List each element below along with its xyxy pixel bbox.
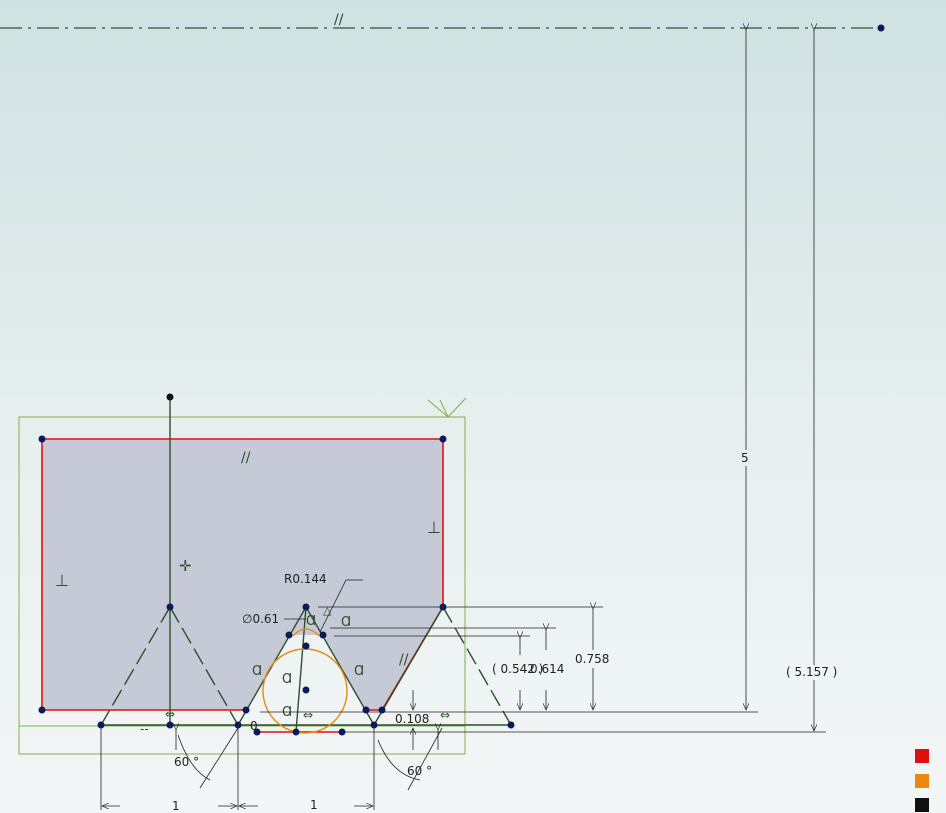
fix-symbol: -- <box>140 722 149 736</box>
horizontal-symbol-2: ⇔ <box>440 708 450 722</box>
parallel-symbol-2: // <box>399 652 409 668</box>
root-arc[interactable] <box>292 628 320 637</box>
dim-angle-right[interactable]: 60 ° <box>407 764 432 778</box>
profile-region[interactable] <box>42 439 443 710</box>
parallel-symbol-top: // <box>334 12 344 28</box>
tangent-symbol-5: Ɑ <box>282 705 292 720</box>
top-axis-endpoint[interactable] <box>877 24 885 32</box>
dim-pitch-left[interactable]: 1 <box>172 799 180 813</box>
parallel-symbol: // <box>241 450 251 466</box>
tangent-symbol-2: Ɑ <box>252 664 262 679</box>
tangent-symbol-6: Ɑ <box>306 614 316 629</box>
tangent-symbol-4: Ɑ <box>282 672 292 687</box>
horizontal-symbol-3: ⇔ <box>303 708 313 722</box>
triangle-symbol: △ <box>323 604 332 617</box>
constraint-symbols: // // ⊥ ⊥ ✛ Ɑ Ɑ Ɑ Ɑ Ɑ Ɑ ⇔ ⇔ ⇔ -- △ <box>55 450 450 736</box>
dim-diameter[interactable]: ∅0.61 <box>242 612 279 626</box>
dim-total-height-ref[interactable]: ( 5.157 ) <box>786 665 837 679</box>
dim-offset-108[interactable]: 0.108 <box>395 712 429 726</box>
legend-swatch-black <box>915 798 929 812</box>
horizontal-symbol-1: ⇔ <box>165 707 175 721</box>
dim-height-614[interactable]: 0.614 <box>530 662 564 676</box>
tangent-symbol-1: Ɑ <box>341 615 351 630</box>
dim-pitch-right[interactable]: 1 <box>310 798 318 812</box>
tangent-symbol-3: Ɑ <box>354 664 364 679</box>
perpendicular-symbol-right: ⊥ <box>427 518 441 537</box>
dim-radius[interactable]: R0.144 <box>284 572 327 586</box>
coincident-symbol: ✛ <box>179 557 192 575</box>
perpendicular-symbol-left: ⊥ <box>55 571 69 590</box>
xy-axis-symbol <box>427 397 467 418</box>
dim-angle-left[interactable]: 60 ° <box>174 755 199 769</box>
legend-swatch-red <box>915 749 929 763</box>
legend-swatch-orange <box>915 774 929 788</box>
dim-total-height[interactable]: 5 <box>741 451 749 465</box>
dim-height-ref-542[interactable]: ( 0.542 ) <box>492 662 543 676</box>
dimension-lines[interactable] <box>100 30 826 810</box>
axis-top-point[interactable] <box>166 393 174 401</box>
dim-small-zero[interactable]: 0 <box>250 719 258 733</box>
dim-height-758[interactable]: 0.758 <box>575 652 609 666</box>
outer-frame <box>18 416 466 755</box>
